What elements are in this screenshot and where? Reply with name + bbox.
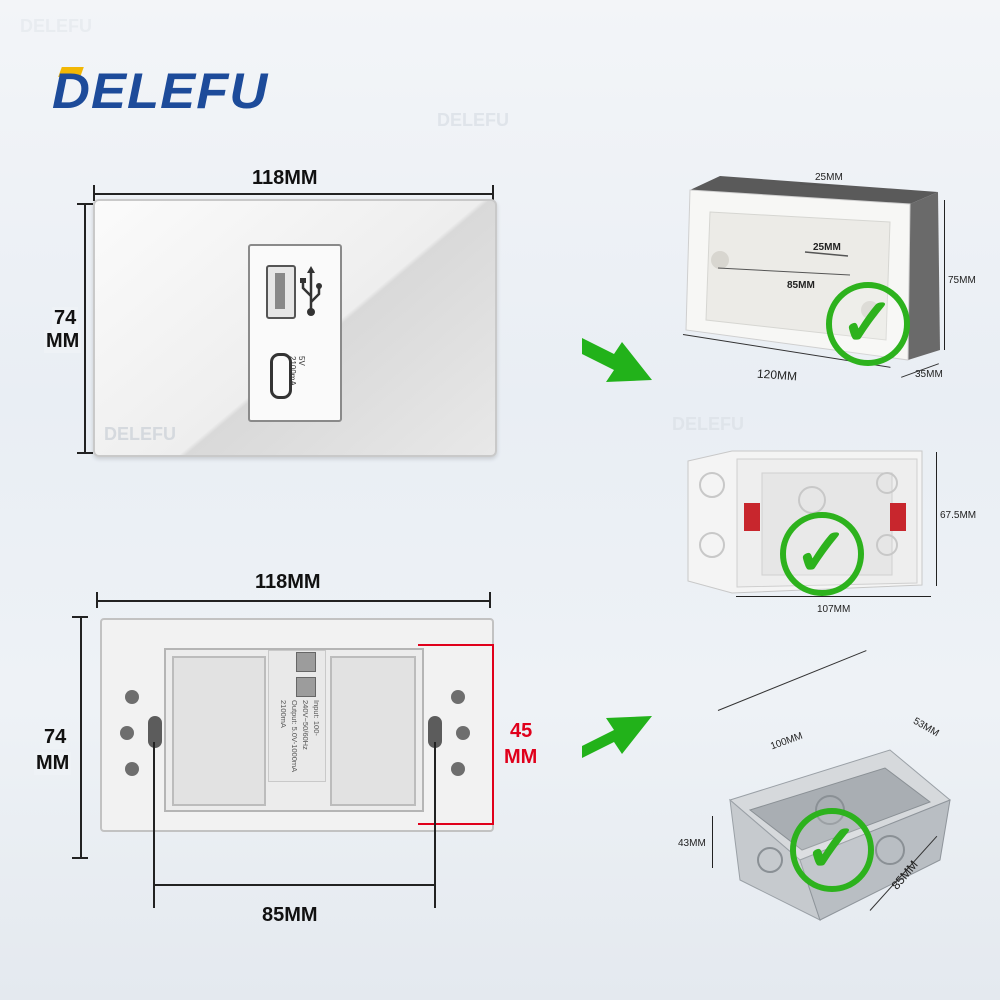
back-spec-text: Input: 100-240V~50/60Hz Output: 5.0V-100… (279, 700, 321, 773)
usb-c-port (270, 353, 292, 399)
box3-length-line (717, 650, 867, 711)
screw-hole (120, 726, 134, 740)
box2-width-label: 107MM (817, 604, 851, 615)
box2-height-label: 67.5MM (940, 510, 977, 521)
box1-center-label: 85MM (787, 280, 815, 291)
watermark-mid: DELEFU (437, 110, 509, 130)
mount-distance-label: 85MM (262, 904, 318, 926)
back-height-tick-bottom (72, 857, 88, 859)
back-width-tick-left (96, 592, 98, 608)
front-height-line (84, 203, 86, 453)
box1-depth-label: 35MM (915, 369, 943, 380)
check-icon: ✓ (780, 512, 864, 596)
back-module-body (268, 650, 326, 782)
depth-label-num: 45 (510, 720, 533, 742)
box1-top-label: 25MM (815, 172, 843, 183)
mount-slot-left (148, 716, 162, 748)
terminal-top (296, 652, 316, 672)
screw-hole (125, 690, 139, 704)
back-width-tick-right (489, 592, 491, 608)
arrow-right-icon (582, 338, 652, 382)
panel-watermark: DELEFU (104, 424, 176, 444)
screw-hole (451, 690, 465, 704)
back-height-label-unit: MM (34, 752, 72, 775)
usb-a-port (266, 265, 296, 319)
box1-height-label: 75MM (948, 275, 976, 286)
box2-height-line (936, 452, 937, 586)
front-width-line (93, 193, 493, 195)
screw-hole (451, 762, 465, 776)
front-width-tick-right (492, 185, 494, 201)
depth-line-bottom (418, 823, 494, 825)
front-width-label: 118MM (252, 167, 318, 189)
front-height-label-unit: MM (44, 330, 82, 353)
check-icon: ✓ (826, 282, 910, 366)
box3-height-label: 43MM (678, 838, 706, 849)
usb-c-spec: 5V 2100mA (288, 356, 306, 386)
box1-width-label: 120MM (756, 366, 798, 384)
box2-width-line (736, 596, 931, 597)
mount-line-horizontal (153, 884, 435, 886)
brand-logo: DELEFU (52, 63, 269, 119)
back-width-label: 118MM (255, 571, 321, 593)
back-width-line (96, 600, 490, 602)
box3-width-label: 53MM (911, 715, 941, 740)
back-window-right (330, 656, 416, 806)
wall-box-120mm (685, 176, 940, 361)
screw-hole (125, 762, 139, 776)
back-height-tick-top (72, 616, 88, 618)
mount-line-left (153, 742, 155, 908)
screw-hole (456, 726, 470, 740)
back-window-left (172, 656, 266, 806)
depth-line-vertical (492, 644, 494, 824)
watermark-top: DELEFU (20, 16, 92, 36)
front-height-tick-top (77, 203, 93, 205)
mount-slot-right (428, 716, 442, 748)
watermark-right: DELEFU (672, 414, 744, 434)
front-height-tick-bottom (77, 452, 93, 454)
box1-height-line (944, 200, 945, 350)
front-width-tick-left (93, 185, 95, 201)
back-height-line (80, 616, 82, 858)
mount-line-right (434, 742, 436, 908)
box1-inner-label: 25MM (813, 242, 841, 253)
back-height-label-num: 74 (42, 726, 69, 749)
depth-label-unit: MM (504, 746, 538, 768)
arrow-right-icon (582, 716, 652, 758)
front-height-label-num: 74 (52, 307, 79, 330)
box3-height-line (712, 816, 713, 868)
depth-line-top (418, 644, 494, 646)
check-icon: ✓ (790, 808, 874, 892)
terminal-bottom (296, 677, 316, 697)
usb-icon (300, 266, 322, 316)
